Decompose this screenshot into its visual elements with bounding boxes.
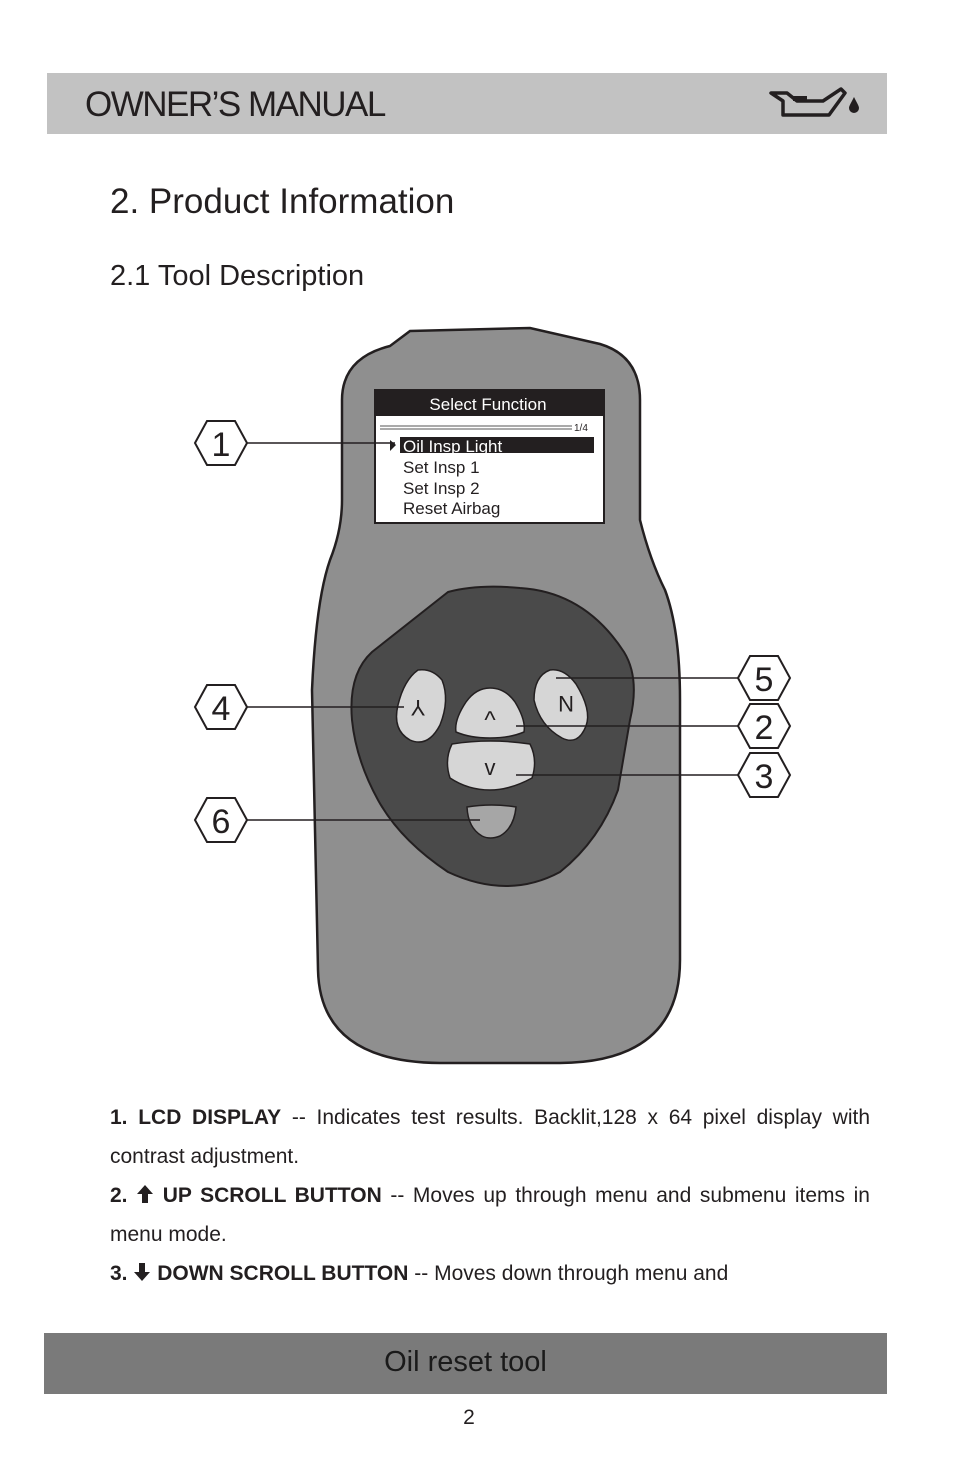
description-number: 1. [110,1106,128,1129]
description-item: 2. UP SCROLL BUTTON -- Moves up through … [110,1176,870,1254]
yes-button[interactable]: Y [395,668,447,743]
description-item: 1. LCD DISPLAY -- Indicates test results… [110,1098,870,1176]
subsection-title: 2.1 Tool Description [110,260,365,292]
oil-can-icon [769,87,859,117]
svg-text:1: 1 [212,426,231,464]
svg-text:6: 6 [212,803,231,841]
device-illustration: Select Function 1/4 Oil Insp Light Set I… [193,326,792,1065]
callout-4: 4 [193,684,249,730]
down-arrow-icon [134,1263,151,1281]
callout-1: 1 [193,420,249,466]
description-number: 2. [110,1184,128,1207]
svg-text:Y: Y [410,695,425,720]
svg-text:5: 5 [755,661,774,699]
description-text: -- Indicates test results. Backlit,128 x… [110,1106,870,1168]
lcd-page-indicator: 1/4 [574,423,588,434]
lcd-menu-item: Set Insp 2 [403,479,480,498]
svg-text:3: 3 [755,758,774,796]
page-number: 2 [463,1406,475,1429]
up-arrow-icon [137,1185,154,1203]
svg-text:2: 2 [755,709,774,747]
svg-text:^: ^ [484,707,496,734]
section-title: 2. Product Information [110,182,455,221]
footer-bar: Oil reset tool [44,1333,887,1394]
description-term: LCD DISPLAY [138,1106,282,1129]
description-number: 3. [110,1262,128,1285]
header-bar: OWNER’S MANUAL [47,73,887,134]
svg-text:N: N [558,691,574,716]
footer-title: Oil reset tool [384,1346,547,1378]
callout-3: 3 [736,752,792,798]
description-term: UP SCROLL BUTTON [162,1184,382,1207]
down-button[interactable]: v [446,740,536,791]
description-term: DOWN SCROLL BUTTON [157,1262,409,1285]
description-text: -- Moves up through menu and submenu ite… [110,1184,870,1246]
up-button[interactable]: ^ [454,687,526,739]
lcd-menu-item: Set Insp 1 [403,458,480,477]
description-item: 3. DOWN SCROLL BUTTON -- Moves down thro… [110,1254,870,1293]
callout-2: 2 [736,703,792,749]
lcd-menu-item: Reset Airbag [403,499,500,518]
power-button[interactable] [466,804,517,839]
lcd-title: Select Function [429,395,546,414]
lcd-menu-item: Oil Insp Light [403,437,502,456]
manual-title: OWNER’S MANUAL [85,85,386,124]
callout-6: 6 [193,797,249,843]
no-button[interactable]: N [533,669,589,741]
svg-text:v: v [485,755,496,780]
callout-5: 5 [736,655,792,701]
svg-text:4: 4 [212,690,231,728]
description-text: -- Moves down through menu and [408,1262,729,1285]
tool-descriptions: 1. LCD DISPLAY -- Indicates test results… [110,1098,870,1293]
